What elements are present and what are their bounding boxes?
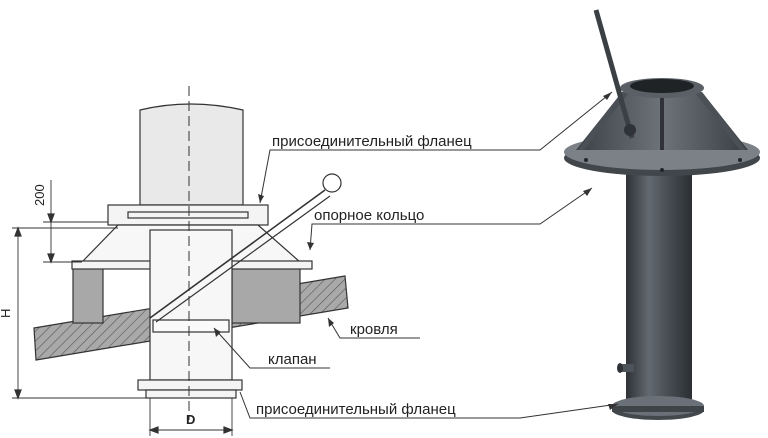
upper-pipe bbox=[139, 103, 244, 206]
product-illustration bbox=[564, 9, 760, 420]
label-flange-bottom: присоединительный фланец bbox=[256, 401, 456, 418]
section-drawing bbox=[12, 86, 349, 436]
label-flange-top: присоединительный фланец bbox=[272, 133, 472, 150]
lever-handle bbox=[322, 173, 342, 193]
valve-plate bbox=[152, 319, 230, 333]
dimension-h: H bbox=[0, 309, 13, 318]
leader-lines bbox=[213, 91, 619, 419]
support-block-left bbox=[72, 266, 104, 324]
label-roof: кровля bbox=[350, 321, 398, 338]
product-valve-rod bbox=[593, 9, 635, 139]
product-pipe bbox=[626, 168, 692, 408]
bottom-flange bbox=[137, 379, 243, 391]
inner-pipe bbox=[149, 229, 233, 381]
label-valve: клапан bbox=[268, 351, 317, 368]
dimension-200: 200 bbox=[32, 184, 47, 206]
valve-lever bbox=[149, 189, 326, 319]
support-block-right bbox=[231, 266, 301, 324]
dimension-d: D bbox=[186, 412, 195, 427]
label-support-ring: опорное кольцо bbox=[314, 207, 424, 224]
